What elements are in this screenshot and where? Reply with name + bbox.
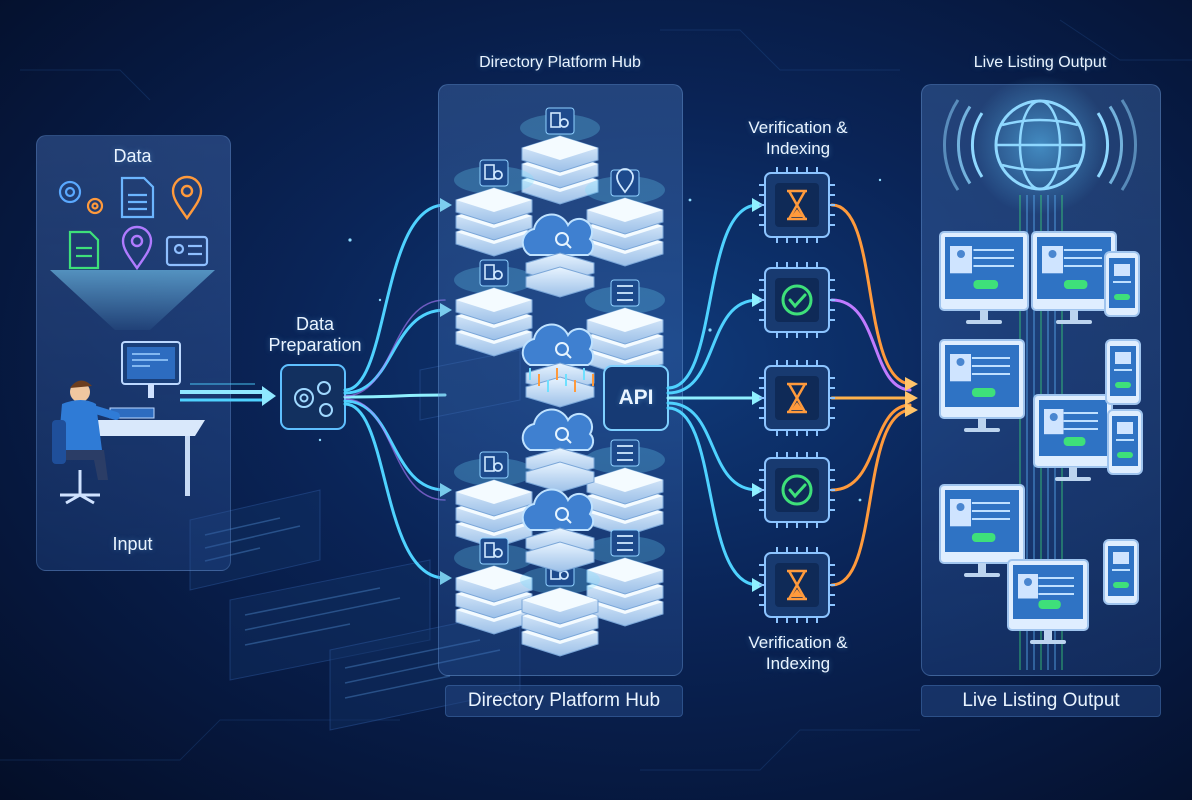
- hourglass-icon: [759, 547, 835, 623]
- listing-monitor: [939, 484, 1025, 577]
- output-title: Live Listing Output: [973, 54, 1107, 71]
- server-stack-icon: [454, 259, 534, 357]
- server-stack-icon: [454, 451, 534, 549]
- checkmark-icon: [759, 262, 835, 338]
- cloud-search-icon: [521, 213, 595, 298]
- listing-phone: [1107, 409, 1143, 475]
- listing-monitor: [1007, 559, 1089, 644]
- listing-monitor: [939, 231, 1029, 324]
- hourglass-icon: [759, 360, 835, 436]
- server-stack-icon: [585, 439, 665, 537]
- cloud-search-icon: [521, 408, 595, 493]
- gears-icon: [294, 381, 333, 417]
- hub-title: Directory Platform Hub: [479, 54, 641, 71]
- listing-monitor: [1031, 231, 1117, 324]
- server-stack-icon: [585, 529, 665, 627]
- listing-phone: [1105, 339, 1141, 405]
- server-stack-icon: [585, 279, 665, 377]
- listing-phone: [1103, 539, 1139, 605]
- output-footer: Live Listing Output: [921, 685, 1161, 717]
- listing-monitor: [939, 339, 1025, 432]
- code-pane: [229, 559, 431, 681]
- listing-phone: [1104, 251, 1140, 317]
- server-stack-icon: [454, 159, 534, 257]
- prep-label: Data Preparation: [268, 314, 362, 355]
- server-stack-icon: [520, 107, 600, 205]
- hub-footer: Directory Platform Hub: [445, 685, 683, 717]
- verification-top-label: Verification & Indexing: [748, 118, 848, 158]
- server-stack-icon: [454, 537, 534, 635]
- input-panel-footer: Input: [112, 534, 153, 554]
- api-label: API: [618, 386, 654, 409]
- code-pane: [419, 349, 521, 421]
- signal-waves-icon: [943, 99, 1137, 191]
- input-panel-title: Data: [113, 146, 152, 166]
- hourglass-icon: [759, 167, 835, 243]
- listing-monitor: [1033, 394, 1113, 481]
- cloud-search-icon: [521, 323, 595, 408]
- globe-icon: [970, 75, 1110, 215]
- cloud-search-icon: [521, 488, 595, 573]
- checkmark-icon: [759, 452, 835, 528]
- server-stack-icon: [520, 559, 600, 657]
- verification-bottom-label: Verification & Indexing: [748, 633, 848, 673]
- server-stack-icon: [585, 168, 665, 267]
